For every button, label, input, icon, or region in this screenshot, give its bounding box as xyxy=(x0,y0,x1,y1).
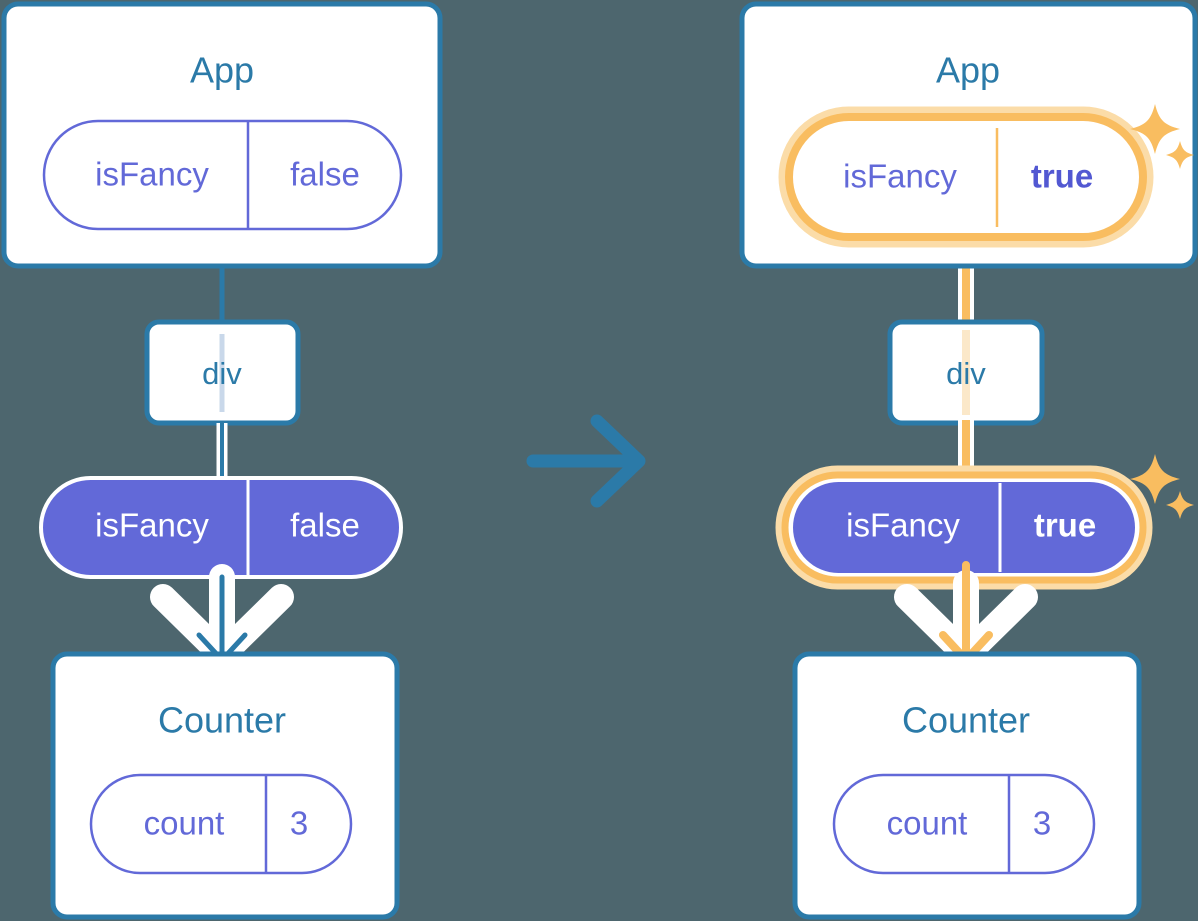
sparkle-big-icon xyxy=(1130,454,1180,504)
after-div-node: div xyxy=(887,319,1045,426)
sparkle-small-icon xyxy=(1166,491,1194,519)
before-app-pill-body xyxy=(42,119,403,231)
after-counter-pill-value: 3 xyxy=(1033,805,1051,842)
sparkle-group-app xyxy=(1130,104,1194,169)
before-app-pill-value: false xyxy=(290,156,360,193)
after-app-title: App xyxy=(936,50,1000,91)
after-props-pill-body xyxy=(793,482,1135,573)
after-counter-state-pill: count 3 xyxy=(832,773,1096,875)
before-app-title: App xyxy=(190,50,254,91)
before-props-pill-value: false xyxy=(290,507,360,544)
sparkle-big-icon xyxy=(1130,104,1180,154)
after-panel: App isFancy true div xyxy=(739,1,1198,920)
before-counter-pill-value: 3 xyxy=(290,805,308,842)
after-counter-card: Counter count 3 xyxy=(792,651,1142,920)
after-counter-pill-key: count xyxy=(887,805,968,842)
before-panel: App isFancy false div isFa xyxy=(1,1,443,920)
after-props-pill-key: isFancy xyxy=(846,507,960,544)
before-div-label: div xyxy=(202,356,242,391)
before-div-node: div xyxy=(144,319,301,426)
before-app-pill-key: isFancy xyxy=(95,156,209,193)
transition-arrow xyxy=(526,414,646,508)
before-counter-title: Counter xyxy=(158,700,286,741)
before-counter-pill-body xyxy=(89,773,353,875)
before-props-pill: isFancy false xyxy=(39,476,403,579)
after-counter-pill-body xyxy=(832,773,1096,875)
after-app-pill-highlight-ring xyxy=(785,113,1147,241)
after-app-pill-value: true xyxy=(1031,158,1093,195)
after-counter-title: Counter xyxy=(902,700,1030,741)
after-div-label: div xyxy=(946,356,986,391)
before-counter-pill-key: count xyxy=(144,805,225,842)
before-counter-state-pill: count 3 xyxy=(89,773,353,875)
before-counter-card: Counter count 3 xyxy=(50,651,400,920)
after-props-pill-value: true xyxy=(1034,507,1096,544)
sparkle-small-icon xyxy=(1166,141,1194,169)
after-app-pill-key: isFancy xyxy=(843,158,957,195)
before-flow-arrow xyxy=(150,564,294,668)
after-app-state-pill: isFancy true xyxy=(778,106,1154,248)
before-props-pill-key: isFancy xyxy=(95,507,209,544)
before-app-state-pill: isFancy false xyxy=(42,119,403,231)
after-flow-arrow xyxy=(894,561,1038,668)
sparkle-group-props xyxy=(1130,454,1194,519)
